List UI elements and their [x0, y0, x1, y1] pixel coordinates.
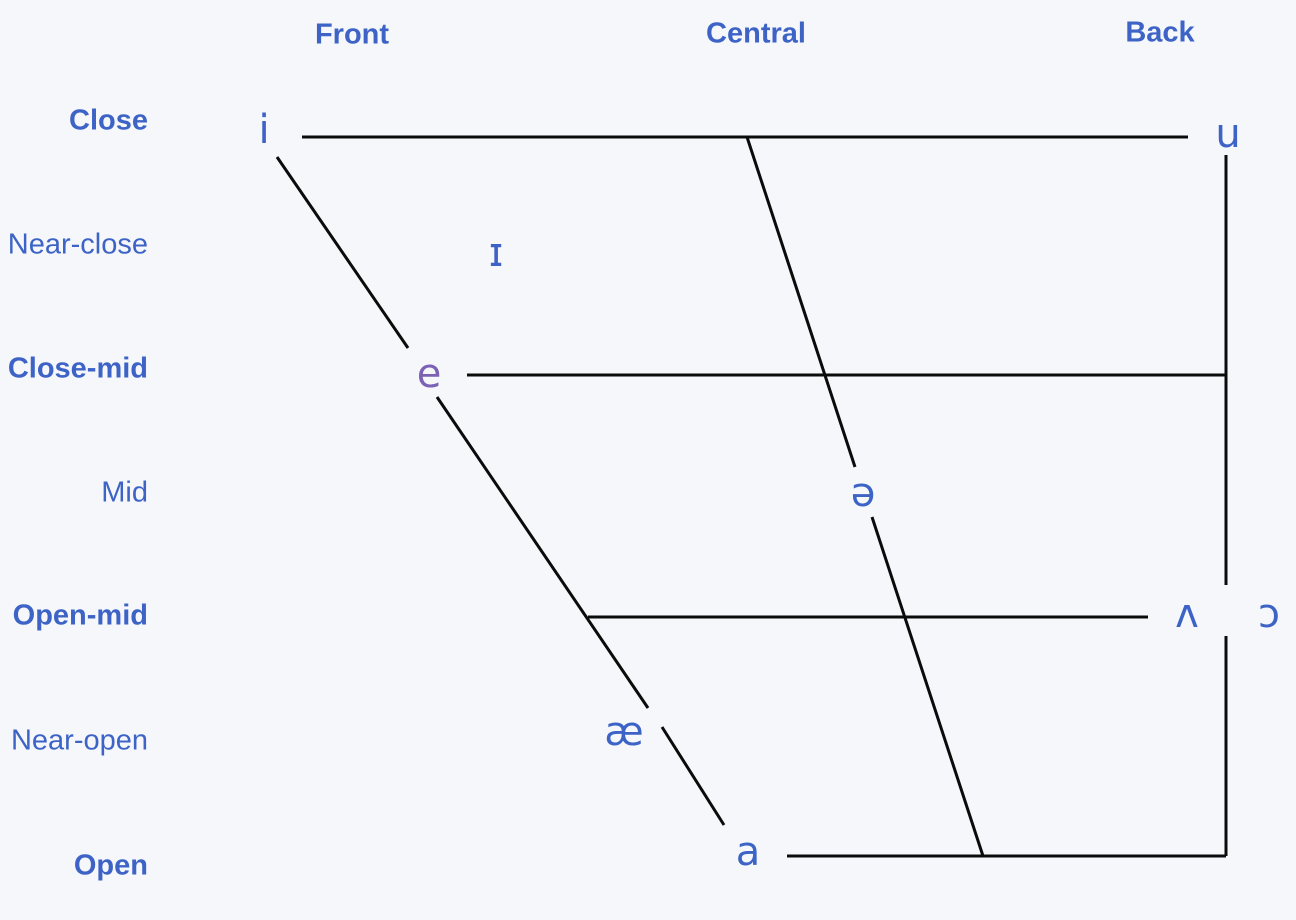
column-header-central: Central: [706, 17, 806, 50]
row-label-near-close: Near-close: [7, 228, 148, 261]
line-front-edge-middle: [435, 396, 650, 709]
row-label-near-open: Near-open: [10, 724, 148, 757]
vowel-u[interactable]: u: [1215, 111, 1241, 157]
vowel-turned-v[interactable]: ʌ: [1175, 591, 1199, 637]
row-label-open-mid: Open-mid: [12, 599, 148, 632]
column-header-front: Front: [314, 18, 390, 51]
row-label-close: Close: [69, 104, 148, 137]
vowel-small-cap-i[interactable]: ɪ: [488, 230, 504, 276]
vowel-schwa[interactable]: ə: [850, 470, 876, 516]
vowel-i[interactable]: i: [258, 107, 270, 153]
row-label-close-mid: Close-mid: [7, 352, 148, 385]
vowel-ash[interactable]: æ: [604, 709, 644, 755]
vowel-open-o[interactable]: ɔ: [1258, 591, 1280, 637]
line-central-lower: [870, 516, 985, 857]
vowel-e[interactable]: e: [416, 351, 442, 397]
line-front-edge-lower: [660, 726, 726, 826]
line-central-upper: [745, 136, 857, 468]
column-header-back: Back: [1125, 16, 1195, 49]
vowel-a[interactable]: a: [735, 829, 761, 875]
line-front-edge-upper: [275, 156, 410, 349]
row-label-open: Open: [73, 849, 148, 882]
row-label-mid: Mid: [101, 476, 148, 509]
